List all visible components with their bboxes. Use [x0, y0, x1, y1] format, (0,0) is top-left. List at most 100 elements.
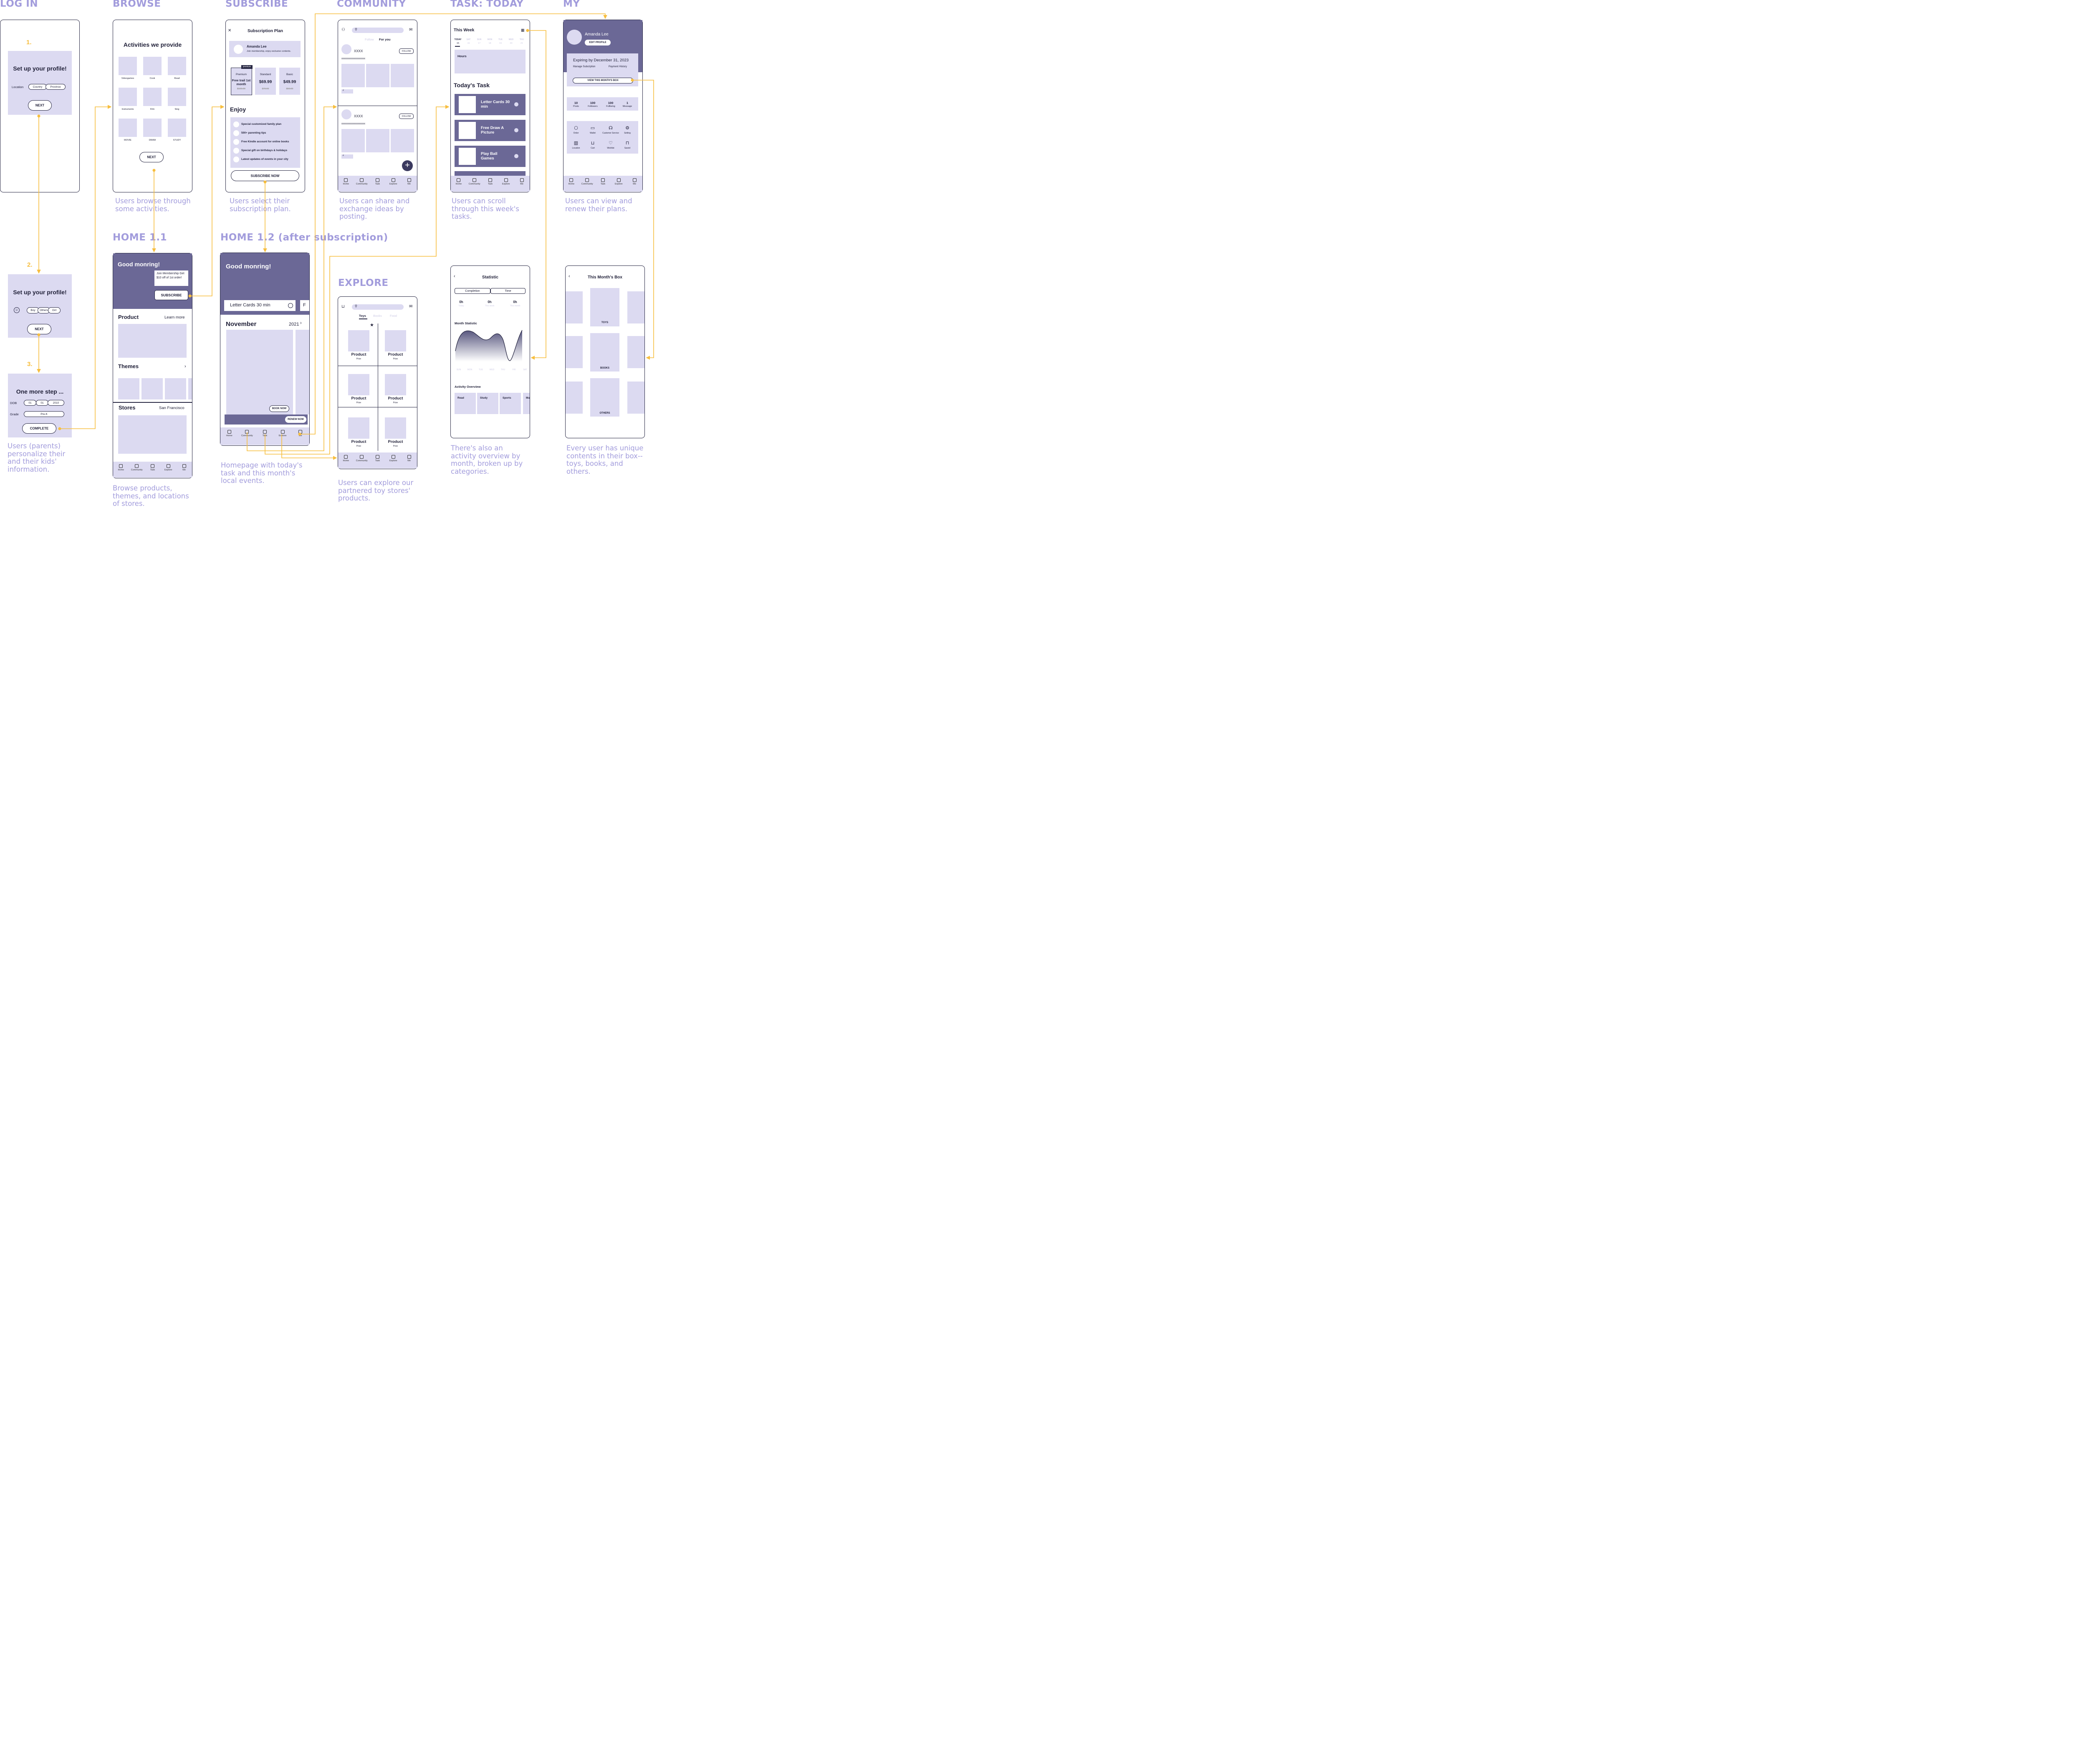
post-image[interactable] — [366, 129, 389, 152]
event-card[interactable] — [226, 330, 293, 414]
grade-select[interactable]: Pre-K — [24, 411, 64, 417]
mail-icon[interactable]: ✉ — [409, 304, 413, 309]
payment-history-link[interactable]: Payment History — [609, 66, 627, 68]
box-item-others[interactable] — [590, 378, 619, 417]
nav-me[interactable]: Me — [176, 464, 192, 471]
wallet-icon[interactable]: ▭ — [590, 126, 595, 131]
activity-tile[interactable] — [119, 57, 137, 75]
activity-tile[interactable] — [119, 119, 137, 137]
subscribe-now-button[interactable]: SUBSCRIBE NOW — [231, 170, 299, 181]
themes-chevron-icon[interactable]: › — [184, 364, 186, 369]
activity-tile[interactable] — [143, 57, 162, 75]
next-task-card[interactable] — [300, 300, 309, 311]
wishlist-icon[interactable]: ♡ — [609, 141, 613, 146]
edit-profile-button[interactable]: EDIT PROFILE — [585, 40, 611, 45]
cart-icon[interactable]: ⊔ — [591, 141, 595, 146]
order-icon[interactable]: ⬡ — [574, 126, 578, 131]
task-toggle-icon[interactable] — [514, 154, 518, 158]
nav-me[interactable]: Me — [513, 178, 530, 185]
plan-card-standard[interactable] — [255, 68, 276, 95]
category-card[interactable] — [523, 393, 530, 414]
product-image[interactable] — [348, 330, 369, 351]
explore-tab-toys[interactable]: Toys — [359, 314, 366, 318]
customer-service-icon[interactable]: ☊ — [609, 126, 613, 131]
nav-community[interactable]: Community — [129, 464, 145, 471]
nav-home[interactable]: Home — [338, 455, 354, 462]
product-image[interactable] — [385, 417, 406, 439]
activity-tile[interactable] — [143, 119, 162, 137]
renew-now-button[interactable]: RENEW NOW — [285, 416, 306, 423]
task-toggle-icon[interactable] — [514, 128, 518, 132]
activity-tile[interactable] — [168, 88, 186, 106]
dob-month[interactable]: 01 — [36, 400, 48, 406]
post-image[interactable] — [366, 64, 389, 87]
theme-tile[interactable] — [188, 378, 192, 399]
back-icon[interactable]: ‹ — [454, 274, 455, 279]
tab-for-you[interactable]: For you — [379, 38, 391, 41]
nav-task[interactable]: Task — [482, 178, 499, 185]
post-image[interactable] — [341, 129, 365, 152]
product-image[interactable] — [348, 417, 369, 439]
follow-button[interactable]: FOLLOW — [399, 48, 414, 54]
nav-task[interactable]: Task — [595, 178, 611, 185]
event-card-next[interactable] — [296, 330, 309, 414]
category-card[interactable] — [500, 393, 521, 414]
location-icon[interactable]: ▥ — [574, 141, 579, 146]
post-image[interactable] — [341, 64, 365, 87]
add-post-button[interactable]: + — [402, 160, 413, 171]
saved-icon[interactable]: ⊓ — [625, 141, 629, 146]
nav-community[interactable]: Community — [579, 178, 596, 185]
nav-me[interactable]: Me — [401, 178, 417, 185]
dob-year[interactable]: 2010 — [48, 400, 64, 406]
nav-task[interactable]: Task — [369, 455, 386, 462]
nav-community[interactable]: Community — [354, 455, 370, 462]
book-now-button[interactable]: BOOK NOW — [269, 405, 289, 412]
nav-me[interactable]: Me — [401, 455, 417, 462]
theme-tile[interactable] — [165, 378, 186, 399]
tab-time[interactable]: Time — [490, 288, 526, 294]
nav-explore[interactable]: Explore — [385, 178, 402, 185]
box-item-books[interactable] — [590, 333, 619, 372]
statistic-icon[interactable]: ▦ — [521, 28, 525, 32]
activity-tile[interactable] — [119, 88, 137, 106]
nav-explore[interactable]: Explore — [498, 178, 514, 185]
nav-explore[interactable]: Explore — [610, 178, 627, 185]
product-image[interactable] — [385, 330, 406, 351]
nav-home[interactable]: Home — [221, 430, 238, 437]
plan-card-basic[interactable] — [279, 68, 300, 95]
close-icon[interactable]: ✕ — [228, 28, 232, 33]
post-image[interactable] — [391, 64, 414, 87]
explore-tab-food[interactable]: Food — [390, 314, 397, 318]
gender-girl[interactable]: Girl — [48, 307, 61, 313]
explore-search-input[interactable] — [352, 304, 404, 310]
community-search-input[interactable] — [352, 28, 404, 33]
star-icon[interactable]: ★ — [370, 323, 374, 328]
home11-subscribe-button[interactable]: SUBSCRIBE — [154, 290, 188, 300]
nav-explore[interactable]: Explore — [385, 455, 402, 462]
task-toggle-icon[interactable] — [514, 102, 518, 106]
back-icon[interactable]: ‹ — [568, 274, 570, 279]
task-check-icon[interactable] — [288, 303, 293, 308]
add-friend-icon[interactable]: ⚇ — [341, 28, 345, 32]
year-chevron-icon[interactable]: › — [300, 321, 302, 326]
setting-icon[interactable]: ⚙ — [625, 126, 629, 131]
post-image[interactable] — [391, 129, 414, 152]
nav-me[interactable]: Me — [626, 178, 643, 185]
theme-tile[interactable] — [118, 378, 139, 399]
theme-tile[interactable] — [141, 378, 163, 399]
complete-button[interactable]: COMPLETE — [22, 423, 56, 434]
explore-tab-books[interactable]: Books — [373, 314, 382, 318]
nav-community[interactable]: Community — [354, 178, 370, 185]
category-card[interactable] — [455, 393, 476, 414]
nav-home[interactable]: Home — [338, 178, 354, 185]
login-next-button-1[interactable]: NEXT — [28, 100, 52, 111]
product-banner[interactable] — [118, 324, 187, 358]
cart-icon[interactable]: ⊔ — [341, 304, 345, 309]
box-item-toys[interactable] — [590, 288, 619, 326]
activity-tile[interactable] — [168, 57, 186, 75]
stores-map[interactable] — [118, 415, 187, 454]
province-select[interactable]: Province — [45, 84, 66, 90]
gender-boy[interactable]: Boy — [27, 307, 39, 313]
nav-explore[interactable]: Explore — [160, 464, 177, 471]
nav-home[interactable]: Home — [450, 178, 467, 185]
